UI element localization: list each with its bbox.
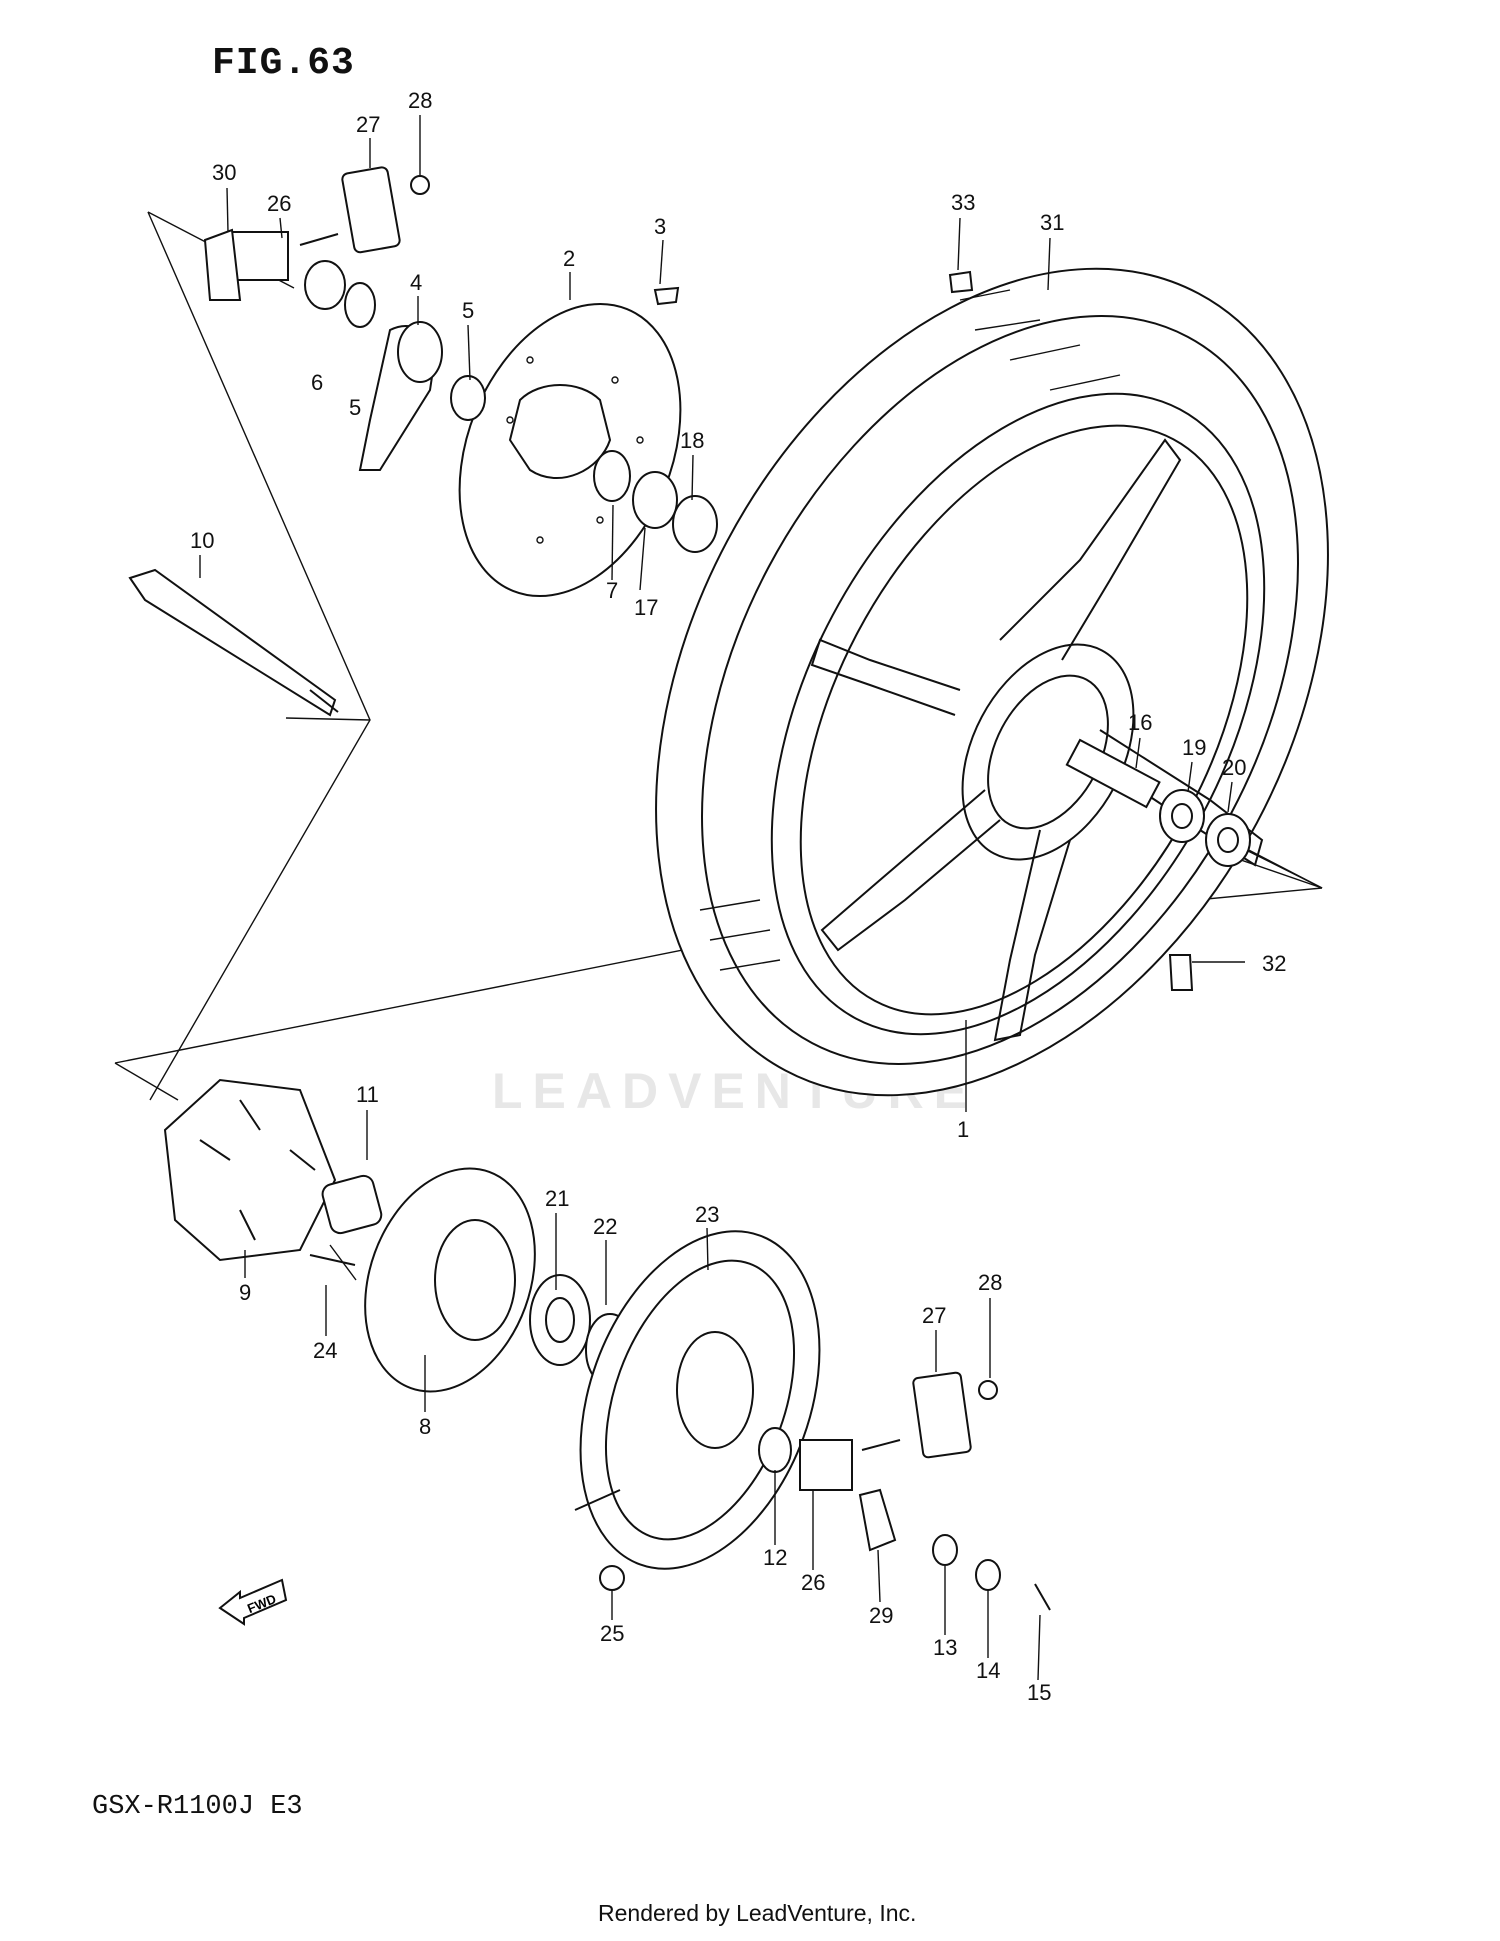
callout-26: 26	[267, 191, 291, 216]
callout-27b: 27	[922, 1303, 946, 1328]
callout-16: 16	[1128, 710, 1152, 735]
callout-12: 12	[763, 1545, 787, 1570]
callout-4: 4	[410, 270, 422, 295]
callout-21: 21	[545, 1186, 569, 1211]
caliper-bracket-parts	[128, 166, 718, 717]
brake-disc	[458, 302, 682, 598]
callout-28b: 28	[978, 1270, 1002, 1295]
callout-23: 23	[695, 1202, 719, 1227]
callout-28: 28	[408, 88, 432, 113]
callout-27: 27	[356, 112, 380, 137]
callout-14: 14	[976, 1658, 1000, 1683]
callout-9: 9	[239, 1280, 251, 1305]
callout-29: 29	[869, 1603, 893, 1628]
callout-31: 31	[1040, 210, 1064, 235]
callout-18: 18	[680, 428, 704, 453]
callout-10: 10	[190, 528, 214, 553]
callouts: 28 27 30 26 4 5 6 5 2 3 18 7 17 10 33 31…	[190, 88, 1286, 1705]
callout-11: 11	[356, 1082, 379, 1107]
rear-wheel-assembly	[655, 267, 1329, 1097]
callout-3: 3	[654, 214, 666, 239]
model-code: GSX-R1100J E3	[92, 1792, 303, 1822]
callout-19: 19	[1182, 735, 1206, 760]
callout-7: 7	[606, 578, 618, 603]
callout-25: 25	[600, 1621, 624, 1646]
callout-26b: 26	[801, 1570, 825, 1595]
arrow-left-icon: FWD	[218, 1578, 288, 1626]
callout-8: 8	[419, 1414, 431, 1439]
callout-30: 30	[212, 160, 236, 185]
rendered-by-footer: Rendered by LeadVenture, Inc.	[598, 1900, 917, 1926]
callout-5b: 5	[349, 395, 361, 420]
callout-1: 1	[957, 1117, 969, 1142]
callout-20: 20	[1222, 755, 1246, 780]
callout-32: 32	[1262, 951, 1286, 976]
callout-6: 6	[311, 370, 323, 395]
callout-15: 15	[1027, 1680, 1051, 1705]
callout-2: 2	[563, 246, 575, 271]
callout-22: 22	[593, 1214, 617, 1239]
callout-17: 17	[634, 595, 658, 620]
callout-24: 24	[313, 1338, 337, 1363]
callout-5: 5	[462, 298, 474, 323]
figure-title: FIG.63	[212, 42, 355, 85]
callout-33: 33	[951, 190, 975, 215]
leader-lines	[199, 115, 1233, 1681]
hub-and-sprocket	[163, 270, 1245, 1611]
callout-13: 13	[933, 1635, 957, 1660]
